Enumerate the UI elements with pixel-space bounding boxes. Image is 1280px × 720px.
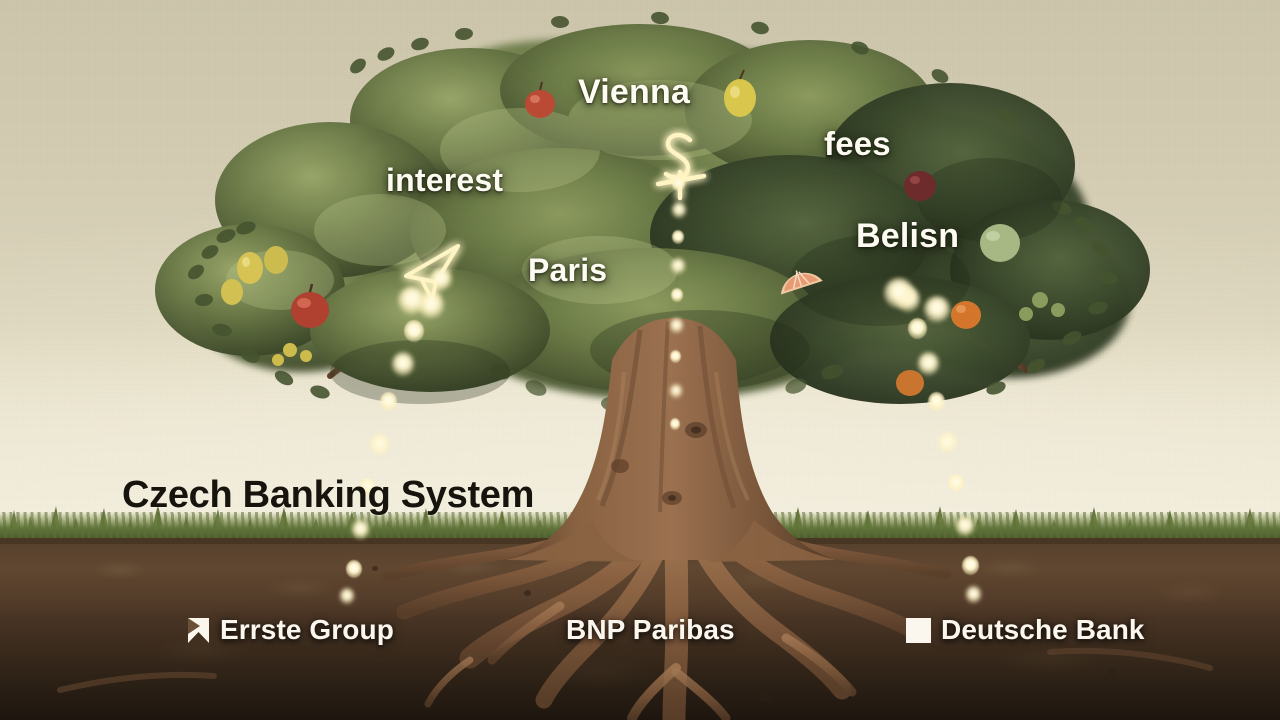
fruit-plum-dark bbox=[904, 171, 936, 201]
fruit-pear-yellow bbox=[237, 252, 263, 284]
fruit-apple-red bbox=[291, 283, 329, 328]
chevron-flag-mark-icon bbox=[188, 617, 209, 643]
bank-name: Deutsche Bank bbox=[941, 614, 1145, 645]
fruit-pear-yellow bbox=[221, 279, 243, 305]
canopy-label-vienna: Vienna bbox=[578, 73, 691, 111]
pebble bbox=[1108, 668, 1116, 674]
pebble bbox=[372, 566, 378, 571]
fruit-apple-green bbox=[980, 224, 1020, 262]
leaf-sprigs bbox=[188, 11, 1118, 412]
canopy-label-interest: interest bbox=[386, 162, 504, 198]
fruit-pear-yellow bbox=[264, 246, 288, 274]
bank-name: Errste Group bbox=[220, 614, 394, 645]
canopy-sparkle bbox=[884, 278, 914, 308]
page-title: Czech Banking System bbox=[122, 474, 535, 516]
bank-label-deutsche-bank: Deutsche Bank bbox=[905, 614, 1145, 646]
bank-label-bnp-paribas: BNP Paribas bbox=[566, 614, 735, 646]
canopy-sparkle bbox=[430, 268, 452, 290]
canopy-sparkle bbox=[398, 286, 426, 314]
fruit-orange-round bbox=[951, 301, 981, 329]
fruit-berries bbox=[1019, 292, 1065, 321]
canopy-label-fees: fees bbox=[824, 125, 891, 162]
canopy-highlights bbox=[226, 80, 752, 310]
pebble bbox=[760, 694, 771, 702]
fruit-orange-round bbox=[896, 370, 924, 396]
canopy-label-paris: Paris bbox=[528, 252, 608, 288]
fruit-berries bbox=[272, 343, 312, 366]
bank-label-errste-group: Errste Group bbox=[186, 614, 394, 646]
fruit-pear-yellow bbox=[724, 69, 756, 117]
canopy-front bbox=[155, 11, 1150, 412]
fruits bbox=[221, 69, 1065, 396]
canopy-label-belisn: Belisn bbox=[856, 217, 960, 255]
pebble bbox=[524, 590, 531, 596]
tree-trunk bbox=[506, 318, 836, 562]
fruit-citrus-wedge bbox=[780, 270, 823, 295]
bank-name: BNP Paribas bbox=[566, 614, 735, 645]
fruit-apple-red bbox=[525, 81, 555, 118]
square-mark-icon bbox=[906, 617, 931, 643]
currency-symbol-glow-icon bbox=[655, 132, 707, 201]
paper-plane-glow-icon bbox=[404, 244, 460, 302]
canopy-sparkle bbox=[924, 296, 950, 322]
